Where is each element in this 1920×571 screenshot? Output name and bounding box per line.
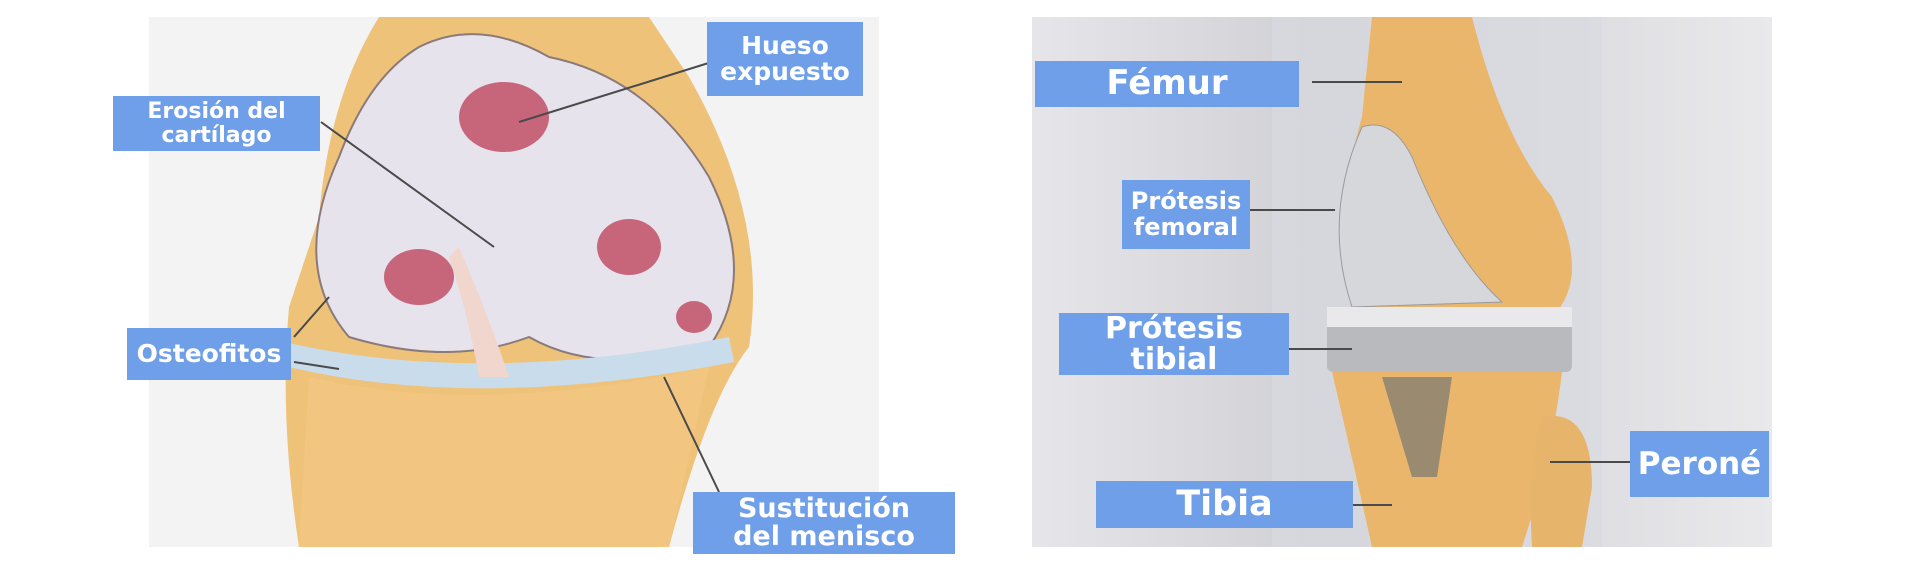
- knee-prosthesis-illustration: [1032, 17, 1772, 547]
- label-line: femoral: [1133, 212, 1239, 241]
- label-line: tibial: [1130, 342, 1218, 377]
- label-meniscus-replacement: Sustitución del menisco: [693, 492, 955, 554]
- label-line: Tibia: [1176, 484, 1273, 525]
- label-line: Prótesis: [1130, 187, 1242, 216]
- label-tibial-prosthesis: Prótesis tibial: [1059, 310, 1289, 377]
- label-line: Hueso: [741, 30, 829, 60]
- label-line: Sustitución: [737, 492, 911, 524]
- label-line: cartílago: [161, 122, 272, 148]
- label-line: Prótesis: [1104, 310, 1244, 346]
- leader-line-osteophytes-1: [293, 296, 330, 338]
- arthritic-knee-illustration: [149, 17, 879, 547]
- arthritic-knee-drawing: [284, 17, 753, 547]
- label-line: Erosión del: [147, 99, 286, 125]
- leader-line-cartilage-erosion: [320, 121, 495, 248]
- leader-line-osteophytes-2: [293, 361, 340, 370]
- label-femur: Fémur: [1035, 61, 1299, 107]
- label-femoral-prosthesis: Prótesis femoral: [1122, 180, 1250, 249]
- leader-line-meniscus: [663, 376, 720, 493]
- label-exposed-bone: Hueso expuesto: [707, 22, 863, 96]
- label-line: Osteofitos: [136, 338, 282, 368]
- label-osteophytes: Osteofitos: [127, 328, 291, 380]
- label-line: expuesto: [720, 57, 850, 86]
- leader-line-exposed-bone: [518, 60, 716, 123]
- label-cartilage-erosion: Erosión del cartílago: [113, 96, 320, 151]
- label-line: Peroné: [1637, 445, 1762, 482]
- knee-prosthesis-drawing: [1250, 17, 1630, 547]
- label-fibula: Peroné: [1630, 431, 1769, 497]
- label-tibia: Tibia: [1096, 481, 1353, 528]
- label-line: Fémur: [1106, 63, 1228, 104]
- label-line: del menisco: [733, 521, 915, 552]
